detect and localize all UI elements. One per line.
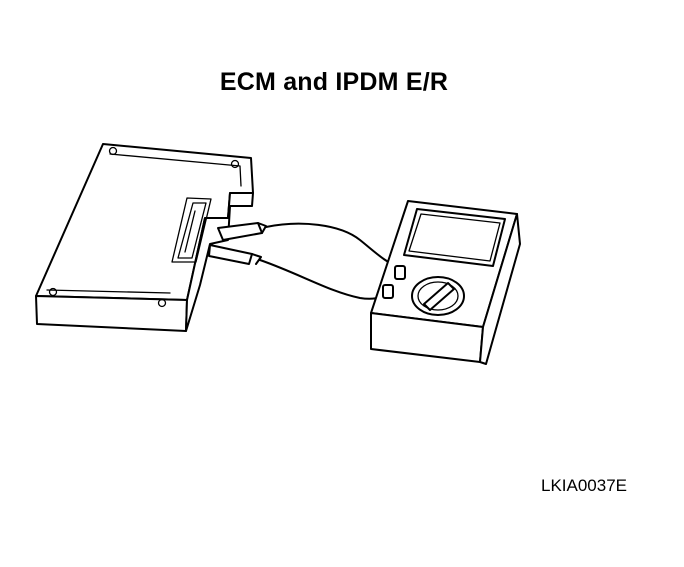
figure-code: LKIA0037E [541, 476, 628, 495]
multimeter-side [479, 213, 521, 365]
multimeter [370, 200, 521, 365]
screw-icon [157, 298, 167, 308]
dial-knob-icon [423, 282, 455, 311]
screw-icon [230, 159, 240, 169]
wire-lower [259, 259, 391, 300]
multimeter-display [403, 208, 506, 267]
screw-icon [48, 287, 58, 297]
jack-icon [382, 284, 394, 299]
control-unit [35, 143, 254, 332]
wire-upper [265, 222, 401, 269]
connector-slot [171, 197, 212, 263]
control-unit-side [185, 192, 254, 332]
test-probes [208, 222, 267, 265]
figure-title: ECM and IPDM E/R [219, 68, 449, 96]
jack-icon [394, 265, 406, 280]
probe-lower [208, 244, 253, 265]
